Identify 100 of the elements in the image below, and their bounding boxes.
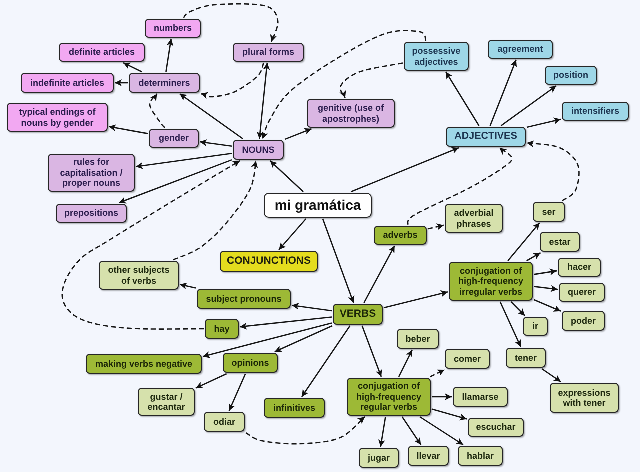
dashed-arrow xyxy=(339,62,404,98)
concept-box: llevar xyxy=(408,446,449,466)
concept-box: hablar xyxy=(458,446,503,466)
concept-box: other subjects of verbs xyxy=(99,261,179,290)
concept-box: infinitives xyxy=(264,398,325,418)
concept-box: estar xyxy=(540,232,580,252)
arrow xyxy=(292,303,332,312)
arrow xyxy=(274,325,333,353)
concept-box: llamarse xyxy=(453,387,508,407)
concept-box: jugar xyxy=(359,448,399,468)
arrow xyxy=(118,159,232,204)
concept-box: hacer xyxy=(558,258,601,277)
arrow xyxy=(228,374,246,412)
dashed-arrow xyxy=(173,160,258,261)
dashed-arrow xyxy=(407,147,513,226)
arrow xyxy=(534,299,562,312)
arrow xyxy=(136,153,232,170)
concept-box: gender xyxy=(149,129,199,148)
arrow xyxy=(432,408,468,421)
concept-box: NOUNS xyxy=(233,140,284,160)
double-headed-arrow xyxy=(256,62,270,140)
dashed-arrow xyxy=(183,3,279,42)
arrow xyxy=(420,416,464,446)
arrow xyxy=(490,60,518,126)
concept-box: ADJECTIVES xyxy=(446,127,526,147)
concept-box: typical endings of nouns by gender xyxy=(7,103,108,132)
concept-box: hay xyxy=(205,319,239,339)
concept-box: making verbs negative xyxy=(86,354,202,374)
arrow xyxy=(123,62,142,73)
arrow xyxy=(384,290,448,309)
arrow xyxy=(378,416,386,448)
arrow xyxy=(301,326,351,398)
concept-box: adverbial phrases xyxy=(445,204,503,233)
arrow xyxy=(278,218,307,250)
dashed-arrow xyxy=(246,416,366,445)
arrow xyxy=(526,118,562,128)
concept-box: tener xyxy=(506,348,546,368)
arrow xyxy=(402,416,422,446)
dashed-arrow xyxy=(526,140,580,202)
arrow xyxy=(445,72,480,126)
concept-box: querer xyxy=(559,283,605,302)
arrow xyxy=(508,222,540,262)
arrow xyxy=(510,302,526,316)
concept-box: genitive (use of apostrophes) xyxy=(307,99,395,128)
arrow xyxy=(526,252,542,262)
concept-box: possessive adjectives xyxy=(404,42,469,71)
concept-box: plural forms xyxy=(233,43,304,62)
concept-box: poder xyxy=(562,311,605,331)
concept-box: ir xyxy=(523,317,548,336)
arrow xyxy=(534,285,558,292)
concept-box: ser xyxy=(533,202,565,222)
concept-box: definite articles xyxy=(59,43,145,62)
arrow xyxy=(542,368,562,383)
arrow xyxy=(500,302,522,348)
concept-box: numbers xyxy=(145,19,201,38)
arrow xyxy=(180,282,196,290)
concept-box: conjugation of high-frequency regular verbs xyxy=(347,378,431,416)
concept-box: adverbs xyxy=(374,226,427,245)
dashed-arrow xyxy=(430,369,446,378)
dashed-arrow xyxy=(62,160,240,330)
concept-box: CONJUNCTIONS xyxy=(220,251,318,272)
concept-box: VERBS xyxy=(333,304,383,325)
concept-box: agreement xyxy=(488,40,553,59)
concept-box: expressions with tener xyxy=(550,383,619,413)
concept-box: gustar / encantar xyxy=(138,388,195,416)
arrow xyxy=(350,147,460,193)
arrow xyxy=(362,326,382,378)
arrow xyxy=(432,394,452,400)
arrow xyxy=(115,80,128,86)
concept-box: escuchar xyxy=(468,418,524,437)
concept-box: odiar xyxy=(204,412,245,432)
concept-box: indefinite articles xyxy=(21,73,114,93)
concept-box: beber xyxy=(397,329,439,349)
arrow xyxy=(500,85,557,127)
arrow xyxy=(108,124,148,134)
arrow xyxy=(196,373,228,389)
concept-box: position xyxy=(545,66,597,85)
concept-box: conjugation of high-frequency irregular verbs xyxy=(449,262,533,301)
central-concept-box: mi gramática xyxy=(264,193,372,218)
concept-box: determiners xyxy=(129,73,200,93)
concept-box: prepositions xyxy=(56,204,127,223)
arrow xyxy=(364,246,396,304)
arrow xyxy=(240,316,332,330)
arrow xyxy=(534,268,558,276)
dashed-arrow xyxy=(149,94,166,128)
arrow xyxy=(322,218,355,304)
concept-box: comer xyxy=(445,349,490,369)
arrow xyxy=(166,38,174,72)
arrow xyxy=(284,128,312,140)
concept-box: rules for capitalisation / proper nouns xyxy=(48,154,135,192)
arrow xyxy=(202,322,332,358)
concept-box: intensifiers xyxy=(562,102,629,121)
arrow xyxy=(398,350,414,378)
dashed-arrow xyxy=(428,224,444,230)
dashed-arrow xyxy=(200,62,264,100)
concept-box: subject pronouns xyxy=(197,289,291,309)
concept-box: opinions xyxy=(223,353,278,373)
arrow xyxy=(200,140,232,148)
arrow xyxy=(180,93,244,140)
dashed-arrow xyxy=(262,30,427,140)
